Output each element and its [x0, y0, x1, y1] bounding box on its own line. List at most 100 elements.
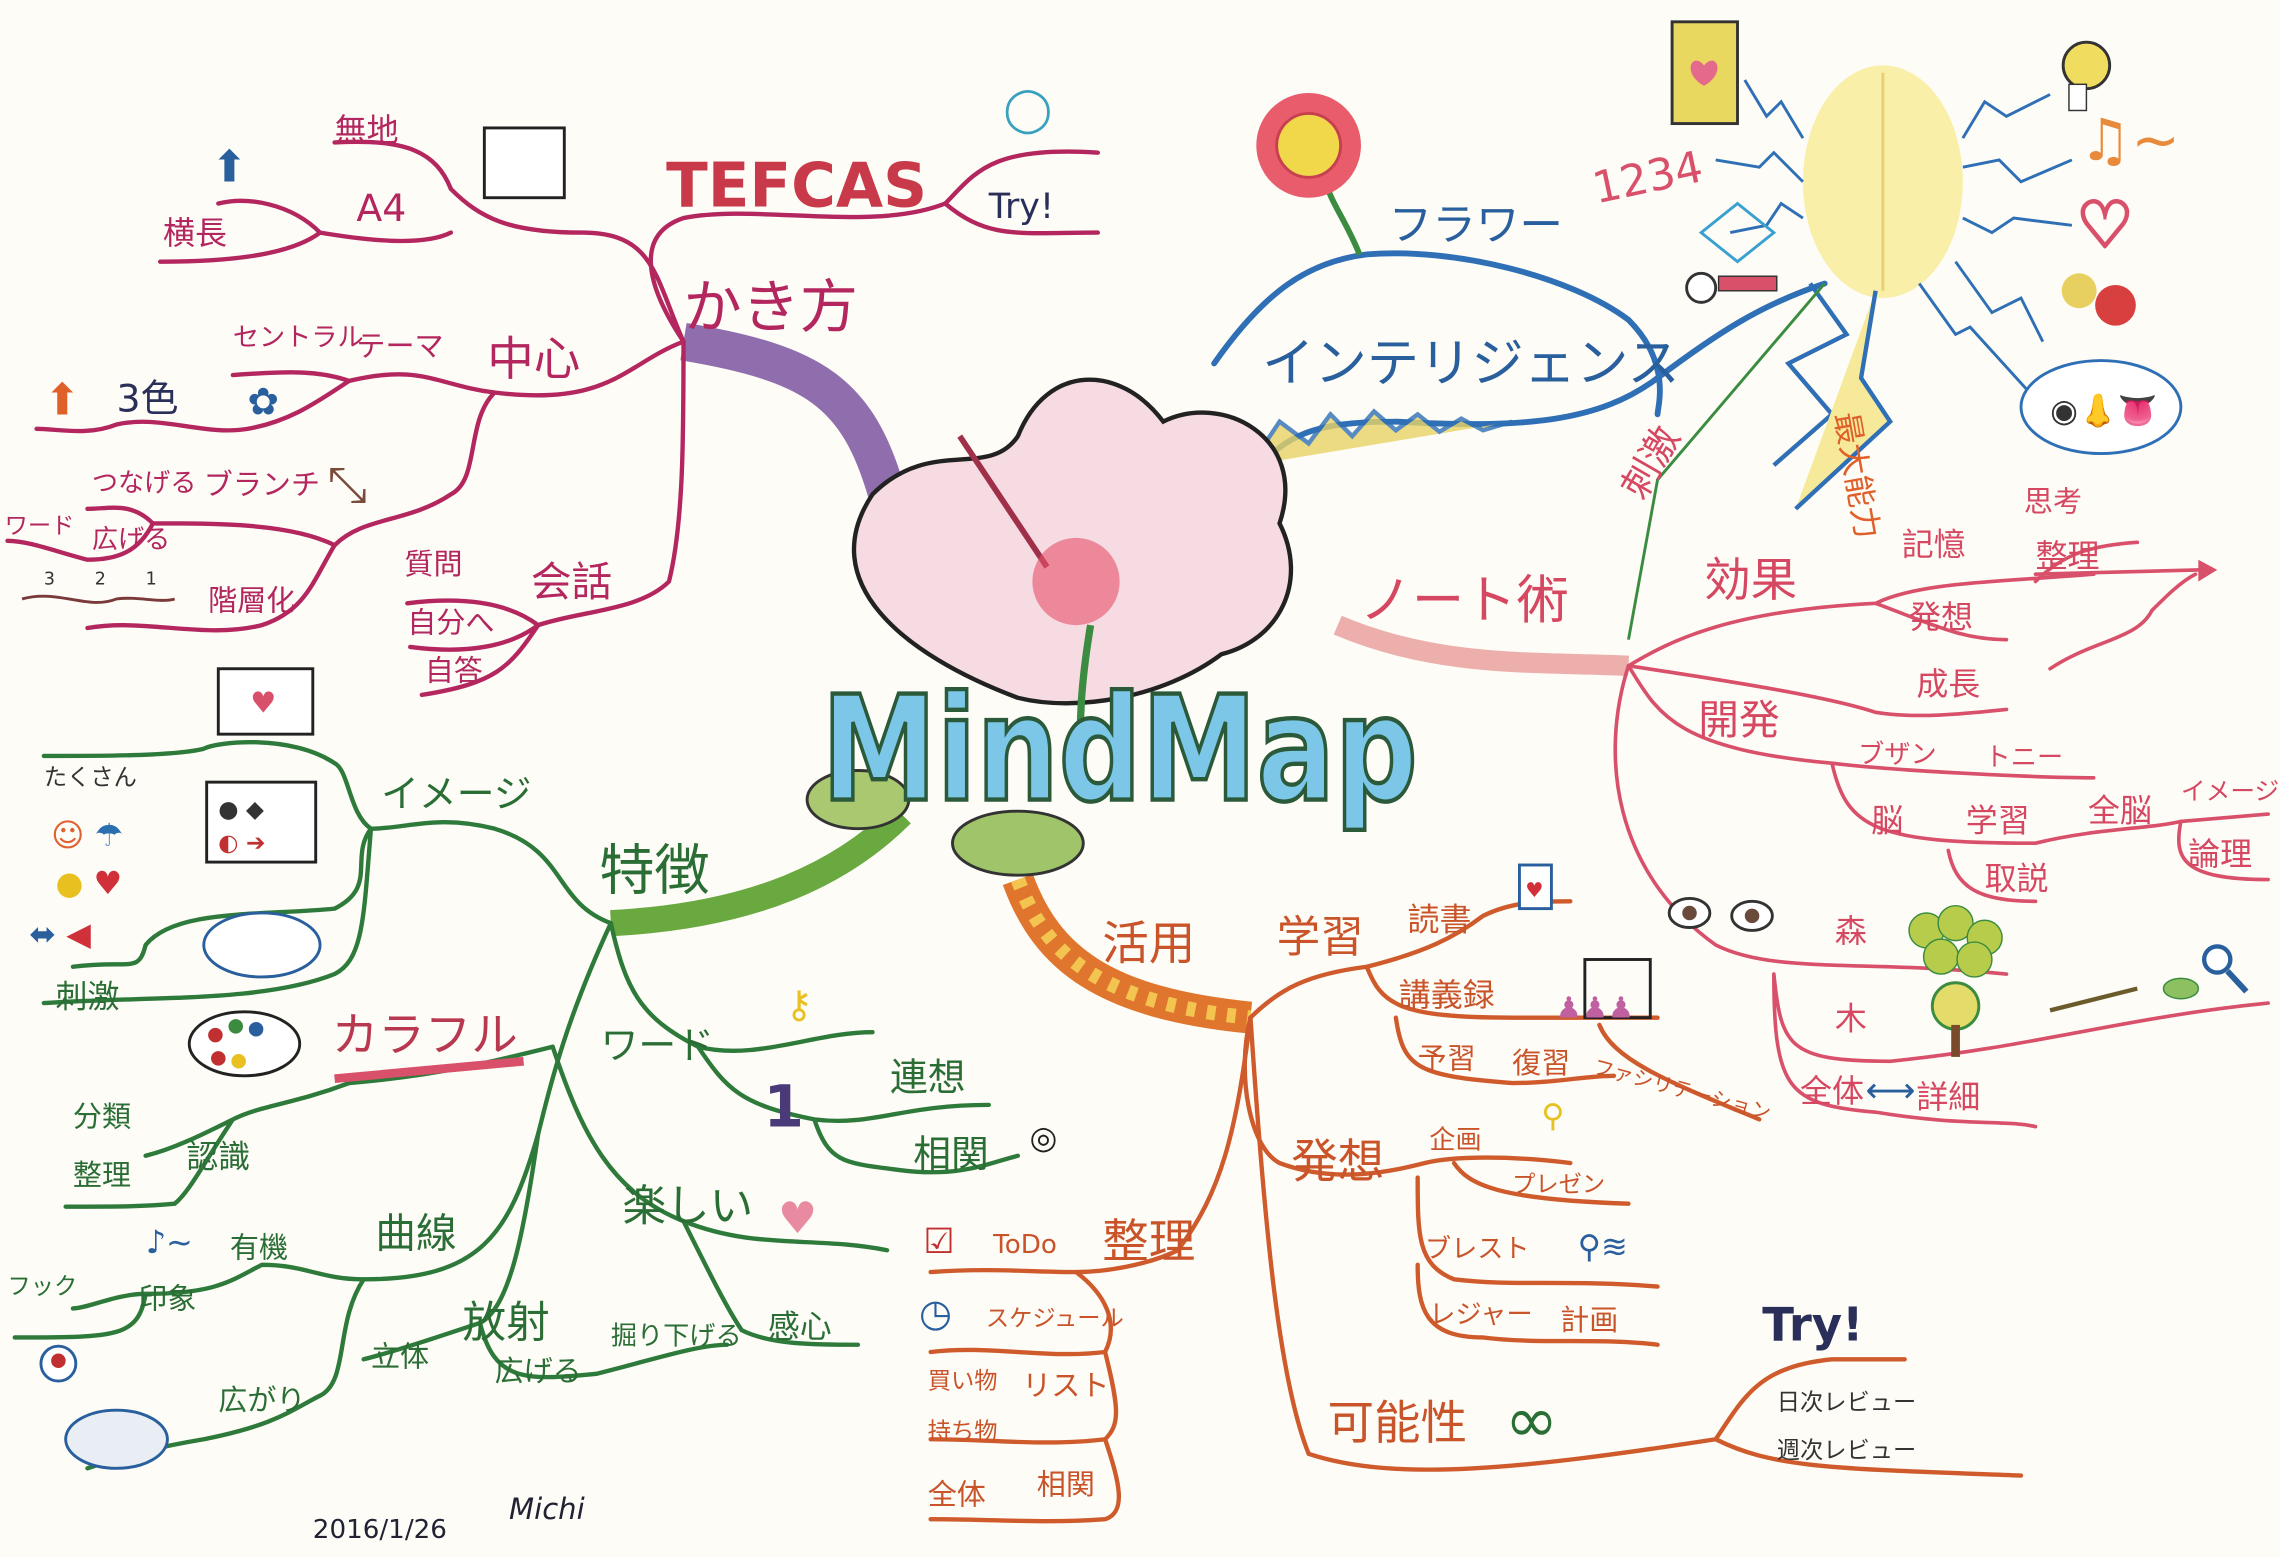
palette-icon: [187, 1010, 302, 1078]
katsuyou-label: 活用: [1102, 916, 1195, 970]
heart-icon: ♡: [2076, 189, 2133, 263]
tony-label: トニー: [1985, 743, 2063, 773]
hibiscus-icon: [805, 377, 1294, 877]
author-label: Michi: [509, 1492, 585, 1526]
hirogari-label: 広がり: [218, 1383, 305, 1417]
eyes-icon: [1667, 896, 1774, 932]
kioku-label: 記憶: [1902, 525, 1966, 563]
kikaku-label: 企画: [1429, 1125, 1481, 1155]
fukushuu-label: 復習: [1512, 1046, 1570, 1080]
zennou-label: 全脳: [2088, 791, 2152, 829]
mindmap-title: MindMap: [822, 666, 1418, 835]
seichou-label: 成長: [1916, 665, 1980, 703]
image-label: イメージ: [2181, 777, 2279, 806]
soukan-label: 相関: [1037, 1467, 1095, 1501]
tsunageru-label: つなげる: [92, 468, 197, 498]
svg-text:◉👃👅: ◉👃👅: [2050, 392, 2158, 430]
nichiji-label: 日次レビュー: [1777, 1389, 1917, 1416]
buresuto-label: ブレスト: [1425, 1235, 1530, 1265]
svg-text:● ◆: ● ◆: [218, 796, 264, 823]
level-2: 2: [95, 569, 106, 589]
kaiwa-label: 会話: [531, 558, 612, 606]
tefcas-label: TEFCAS: [666, 150, 927, 221]
tree-icon: [1930, 981, 1981, 1057]
keikaku-label: 計画: [1560, 1303, 1618, 1337]
double-arrow-icon: ⟷: [1865, 1071, 1915, 1111]
sanshoku-label: 3色: [117, 376, 179, 420]
torisetsu-label: 取説: [1985, 860, 2049, 898]
smiley-umbrella-icons: ☺ ☂: [51, 816, 123, 854]
lightbulb-icon: [2061, 40, 2112, 112]
kaisouka-label: 階層化: [208, 584, 295, 618]
hassou-label: 発想: [1909, 598, 1973, 636]
rensou-label: 連想: [890, 1055, 966, 1099]
shuuji-label: 週次レビュー: [1777, 1437, 1917, 1464]
kakikata-labels: TEFCAS Try! ◯ かき方 無地 A4 横長 ⬆ 中心 テーマ セントラ…: [5, 85, 1054, 688]
horisageru-label: 掘り下げる: [611, 1322, 742, 1352]
list-label: リスト: [1022, 1369, 1109, 1403]
forest-icon: [1908, 904, 2003, 978]
todo-label: ToDo: [992, 1230, 1057, 1260]
senses-cloud-icon: ◉👃👅: [2019, 359, 2183, 456]
yuuki-label: 有機: [230, 1231, 288, 1265]
ring-icon: ◯: [1003, 85, 1052, 135]
tokuchou-labels: 特徴 イメージ たくさん 刺激 カラフル 認識 分類 整理 曲線 有機 印象 フ…: [8, 764, 989, 1417]
checkbox-icon: ☑: [923, 1222, 954, 1262]
rittai-label: 立体: [371, 1340, 429, 1374]
image-label: イメージ: [381, 772, 531, 816]
hook-label: フック: [8, 1273, 78, 1300]
mochimono-label: 持ち物: [928, 1418, 998, 1445]
a4-label: A4: [356, 186, 406, 230]
signature: 2016/1/26 Michi: [313, 1492, 585, 1545]
ronri-label: 論理: [2188, 835, 2252, 873]
svg-text:♥: ♥: [250, 685, 276, 719]
dokusho-label: 読書: [1407, 900, 1471, 938]
magnifier-icon: [2201, 944, 2249, 994]
takusan-label: たくさん: [44, 764, 137, 791]
level-3: 3: [44, 569, 55, 589]
seiri-label: 整理: [1102, 1215, 1195, 1269]
kaimono-label: 買い物: [928, 1367, 998, 1394]
date-label: 2016/1/26: [313, 1515, 447, 1545]
housha-label: 放射: [463, 1298, 550, 1348]
hassou-label: 発想: [1291, 1135, 1384, 1189]
bulb-heart-icons: ● ♥: [55, 864, 122, 902]
nou-label: 脳: [1871, 802, 1903, 840]
central-label: セントラル: [233, 323, 364, 353]
pin-icon: ⚲: [1541, 1097, 1564, 1135]
note-icon: ♪~: [146, 1223, 193, 1261]
shikou-label: 思考: [2024, 485, 2082, 519]
lecture-icon: ♟♟♟: [1556, 958, 1652, 1025]
tema-label: テーマ: [356, 329, 443, 363]
jitou-label: 自答: [425, 653, 483, 687]
colorful-label: カラフル: [332, 1008, 518, 1062]
flower-label: フラワー: [1389, 201, 1563, 251]
note-label: ノート術: [1360, 570, 1569, 631]
branch-label: ブランチ: [204, 467, 320, 501]
head-icon: [39, 1344, 78, 1383]
people-icon: [2061, 273, 2136, 326]
try-label: Try!: [1762, 1297, 1863, 1351]
kanshin-label: 感心: [768, 1307, 832, 1345]
svg-text:◐ ➔: ◐ ➔: [218, 829, 265, 856]
bunrui-label: 分類: [73, 1100, 131, 1134]
book-heart-icon: ♥: [1517, 863, 1553, 911]
seiri-label: 整理: [2036, 537, 2100, 575]
music-note-icon: ♫~: [2079, 106, 2180, 174]
brainstorm-icon: ⚲≋: [1578, 1228, 1628, 1266]
soukan-label: 相関: [913, 1132, 989, 1176]
hierarchy-icon: [21, 594, 176, 604]
tanoshii-label: 楽しい: [622, 1182, 753, 1232]
book-icon: [1670, 20, 1739, 126]
yokonaga-label: 横長: [163, 214, 227, 252]
kanousei-label: 可能性: [1328, 1396, 1468, 1450]
branch-katsuyou-lines: [928, 873, 2024, 1524]
kouka-label: 効果: [1704, 553, 1797, 607]
hirogeru-label: 広げる: [495, 1354, 582, 1388]
arrows-triangle-icons: ⬌ ◀: [29, 915, 91, 953]
cloud-icon: [64, 1408, 169, 1470]
brain-connectors: [1715, 79, 2073, 409]
up-arrow-blue-icon: ⬆: [211, 143, 248, 193]
zentai-label: 全体: [1800, 1072, 1864, 1110]
